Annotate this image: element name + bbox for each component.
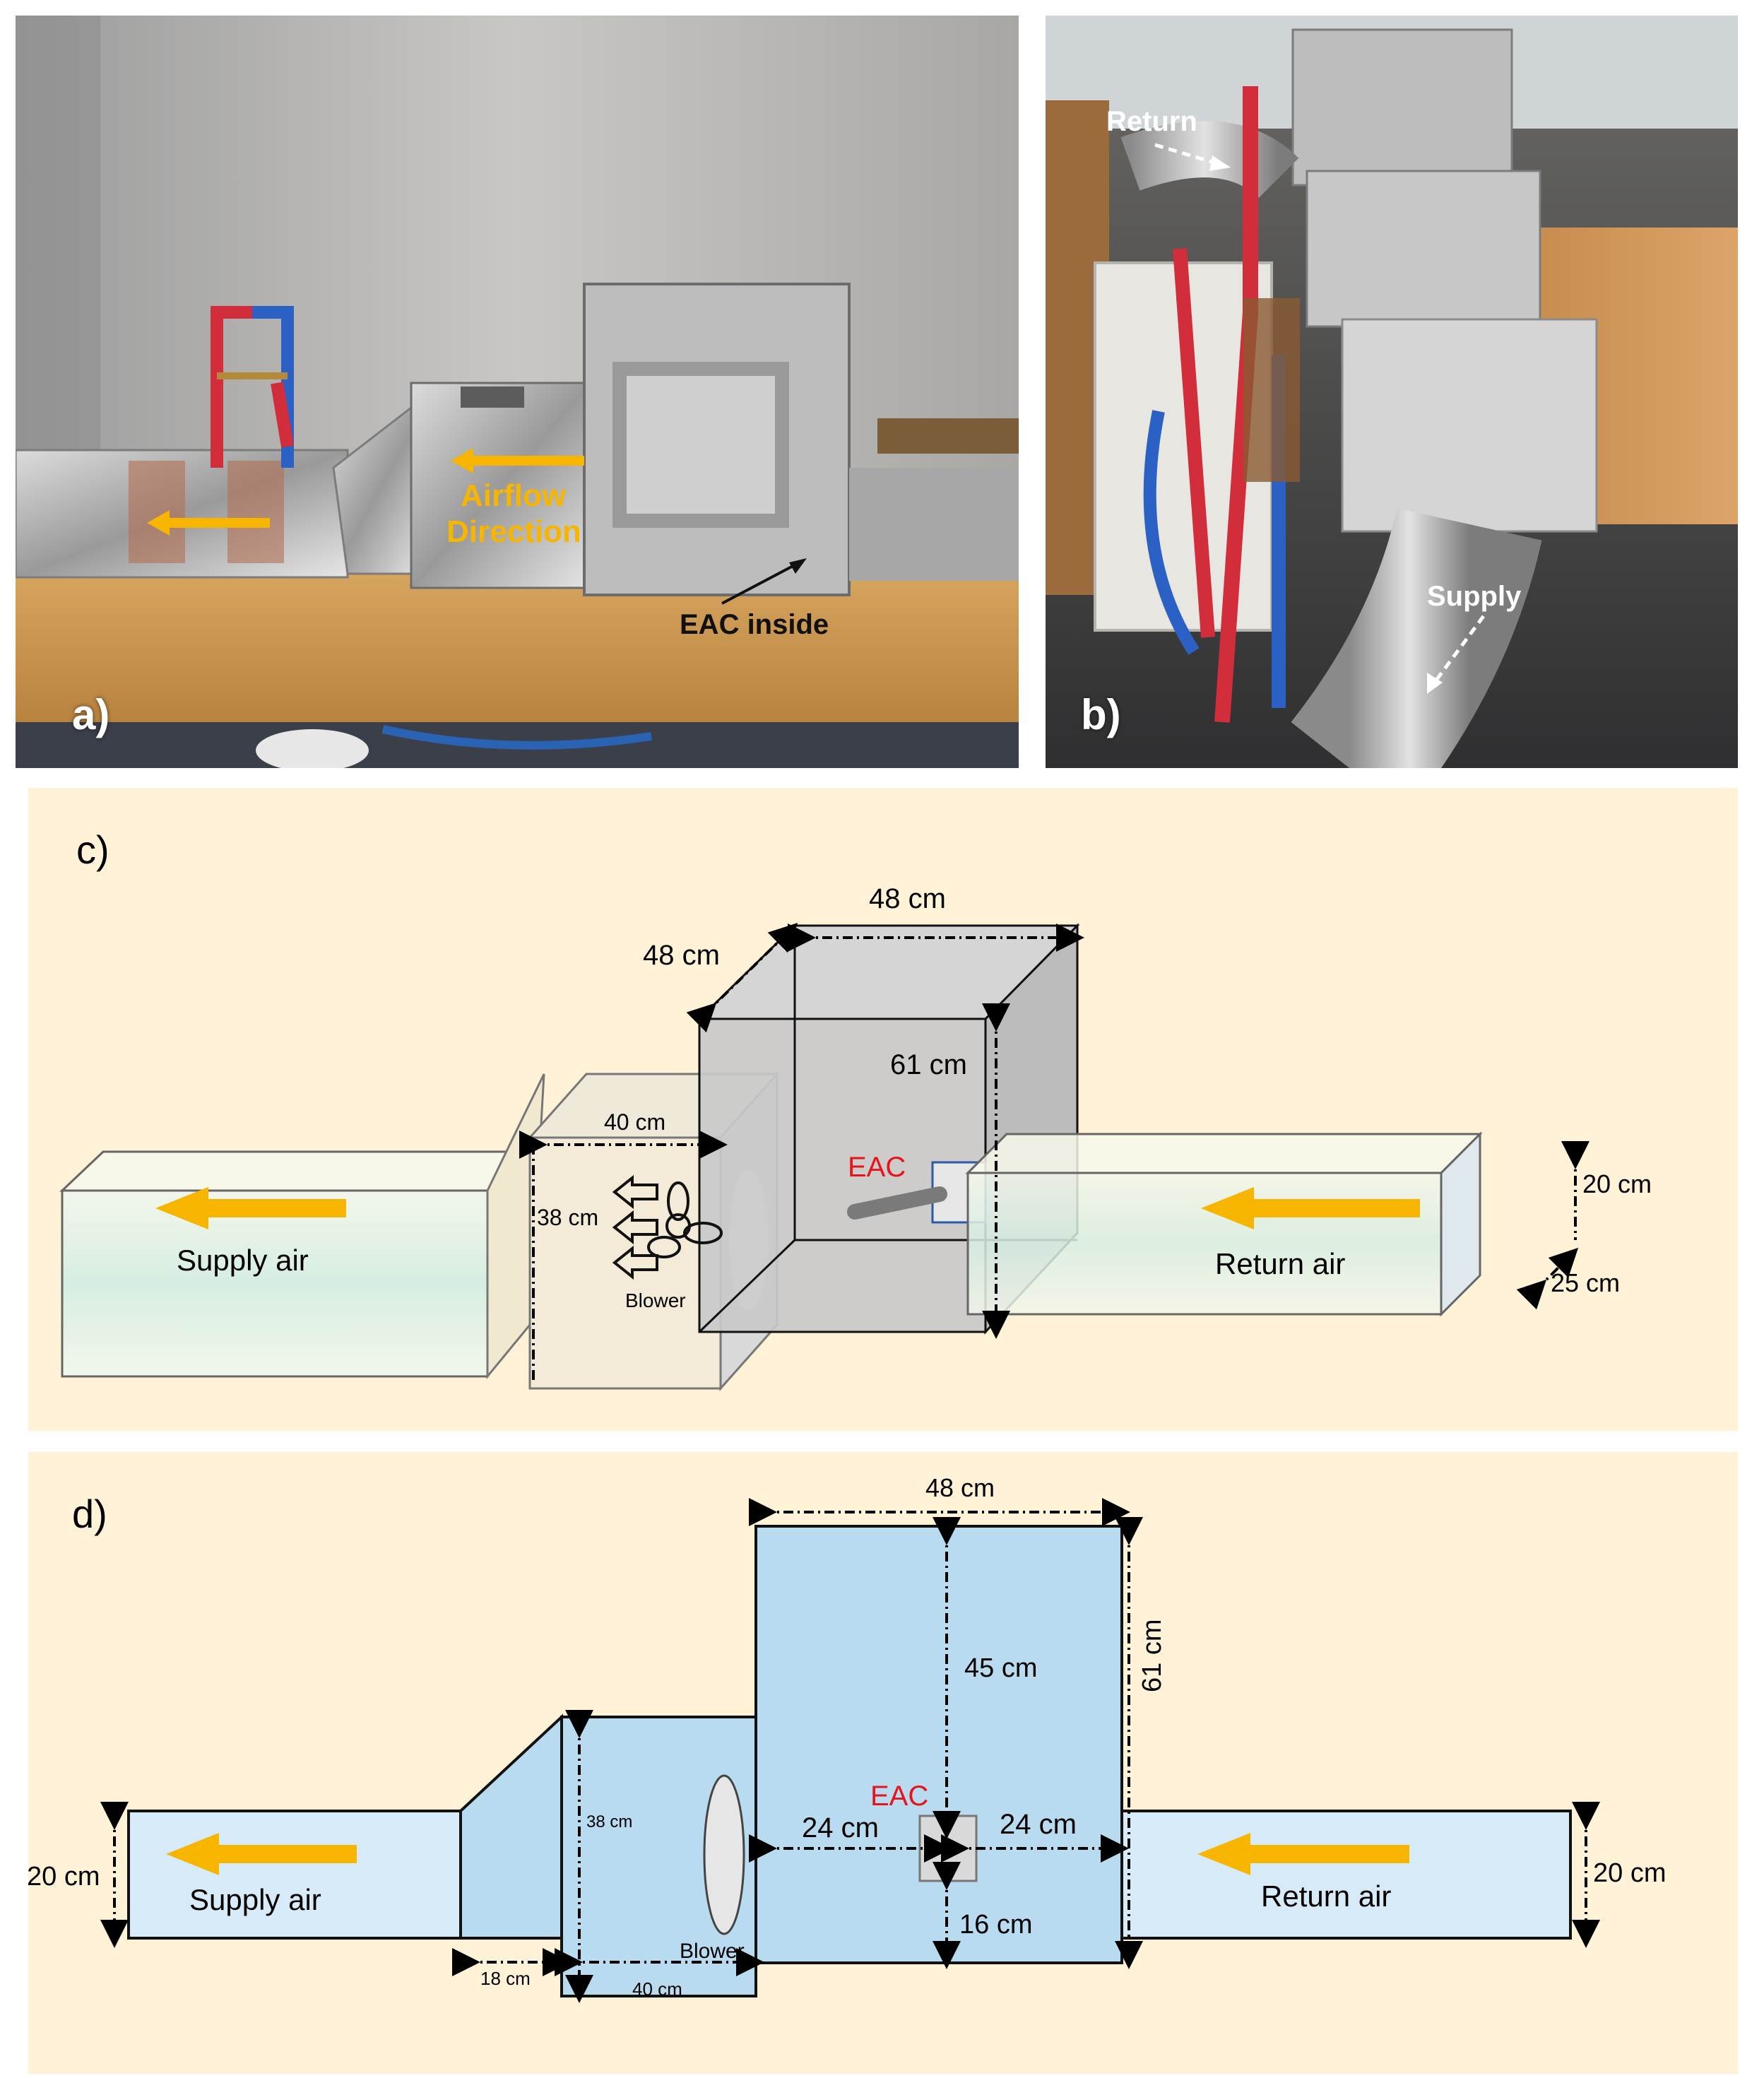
transition-plan	[459, 1713, 563, 1940]
dim-depth-label: 48 cm	[643, 940, 720, 971]
dim-return-height-label: 20 cm	[1593, 1858, 1667, 1888]
schematic-c-drawing	[59, 922, 1590, 1391]
photo-panel-a: Airflow Direction EAC inside a)	[16, 16, 1019, 768]
dim-right-to-eac-label: 24 cm	[1000, 1809, 1077, 1840]
airflow-label-line2: Direction	[446, 514, 581, 549]
dim-duct-depth-label: 25 cm	[1551, 1268, 1621, 1297]
return-air-label-d: Return air	[1261, 1879, 1392, 1913]
photo-panel-b: Return Supply b)	[1046, 16, 1738, 768]
dim-blower-height-label-d: 38 cm	[586, 1812, 633, 1831]
eac-label-c: EAC	[848, 1152, 906, 1183]
schematic-d-drawing	[100, 1498, 1600, 2003]
dim-blower-height-label: 38 cm	[537, 1205, 599, 1230]
dim-duct-height-label: 20 cm	[1582, 1169, 1652, 1198]
dim-box-width-label: 48 cm	[925, 1473, 995, 1502]
return-duct-3d	[965, 1131, 1483, 1317]
supply-label: Supply	[1427, 581, 1522, 612]
supply-duct-plan	[127, 1810, 462, 1940]
return-airflow-arrow-d	[1197, 1833, 1409, 1875]
dim-eac-to-bottom-label: 16 cm	[959, 1910, 1033, 1940]
supply-duct-3d	[59, 1149, 531, 1378]
eac-label-d: EAC	[870, 1781, 929, 1812]
supply-air-label-d: Supply air	[189, 1883, 321, 1916]
photo-b-illustration	[1046, 16, 1738, 768]
supply-airflow-arrow-d	[166, 1833, 357, 1875]
dim-box-height-label: 61 cm	[1137, 1619, 1167, 1692]
dim-supply-height-label: 20 cm	[27, 1862, 100, 1892]
blower-label-c: Blower	[625, 1290, 686, 1311]
dim-top-to-eac-label: 45 cm	[964, 1653, 1038, 1683]
return-air-label-c: Return air	[1215, 1247, 1346, 1280]
panel-d-label: d)	[72, 1492, 107, 1536]
return-airflow-arrow	[1201, 1187, 1420, 1229]
return-duct-plan	[1120, 1810, 1572, 1940]
return-label: Return	[1106, 106, 1197, 137]
blower-plan	[703, 1774, 745, 1935]
panel-b-label: b)	[1081, 691, 1121, 738]
schematic-panel-d: d) 48 cm 45 cm 61 cm EAC 24 cm 24 cm 16 …	[27, 1452, 1738, 2074]
panel-a-label: a)	[72, 691, 110, 738]
dim-left-to-eac-label: 24 cm	[802, 1812, 879, 1843]
dim-blower-width-label-d: 40 cm	[632, 1978, 682, 2000]
dim-top-width-label: 48 cm	[869, 883, 946, 914]
blower-label-d: Blower	[680, 1940, 745, 1963]
supply-air-label-c: Supply air	[177, 1244, 309, 1277]
photo-a-illustration	[16, 16, 1019, 768]
supply-airflow-arrow	[155, 1187, 346, 1229]
panel-c-label: c)	[76, 827, 109, 872]
schematic-panel-c: c) 48 cm 48 cm 61 cm 40 cm 38 cm EAC Blo…	[28, 788, 1738, 1431]
dim-height-label: 61 cm	[890, 1049, 967, 1080]
fan-icon	[647, 1181, 723, 1258]
dim-transition-label: 18 cm	[480, 1968, 531, 1989]
eac-inside-label: EAC inside	[680, 609, 829, 640]
eac-housing-plan	[754, 1525, 1123, 1964]
airflow-label-line1: Airflow	[461, 478, 567, 513]
dim-blower-width-label: 40 cm	[604, 1109, 666, 1135]
blower-flow-arrows	[612, 1174, 658, 1280]
